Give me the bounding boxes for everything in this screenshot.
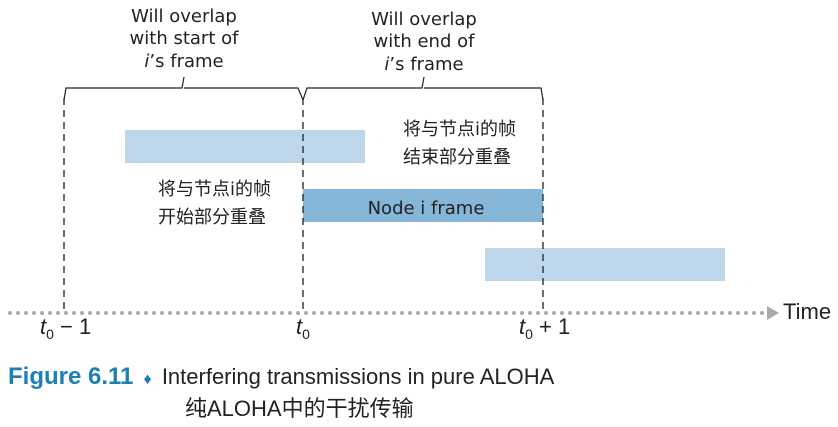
time-axis-arrow-icon <box>767 306 779 320</box>
tick-t0: t0 <box>296 314 310 342</box>
right-cn-line1: 将与节点i的帧 <box>403 119 516 140</box>
left-brace <box>63 76 304 101</box>
tick-t0-minus-1: t0 − 1 <box>40 314 91 342</box>
tick-t0-plus-1: t0 + 1 <box>519 314 570 342</box>
right-annotation-line3: i’s frame <box>384 54 463 75</box>
caption-bullet: ♦ <box>144 371 152 388</box>
figure-caption: Figure 6.11 ♦ Interfering transmissions … <box>8 363 555 390</box>
caption-text: Interfering transmissions in pure ALOHA <box>162 364 555 389</box>
right-annotation-line1: Will overlap <box>371 9 477 30</box>
interfering-frame-late <box>485 248 725 281</box>
left-cn-line2: 开始部分重叠 <box>158 207 266 228</box>
left-cn-line1: 将与节点i的帧 <box>158 179 271 200</box>
left-annotation-line3: i’s frame <box>144 51 223 72</box>
right-brace <box>302 76 544 101</box>
interfering-frame-early <box>125 130 365 163</box>
right-annotation-line2: with end of <box>374 31 476 52</box>
node-i-frame <box>303 189 543 222</box>
caption-text-cn: 纯ALOHA中的干扰传输 <box>185 396 414 421</box>
node-frame-label: Node i frame <box>368 198 485 219</box>
left-annotation-line1: Will overlap <box>131 6 237 27</box>
right-cn-line2: 结束部分重叠 <box>403 147 511 168</box>
left-annotation-line2: with start of <box>130 28 240 49</box>
figure-number: Figure 6.11 <box>8 363 133 390</box>
time-axis-label: Time <box>783 299 831 324</box>
